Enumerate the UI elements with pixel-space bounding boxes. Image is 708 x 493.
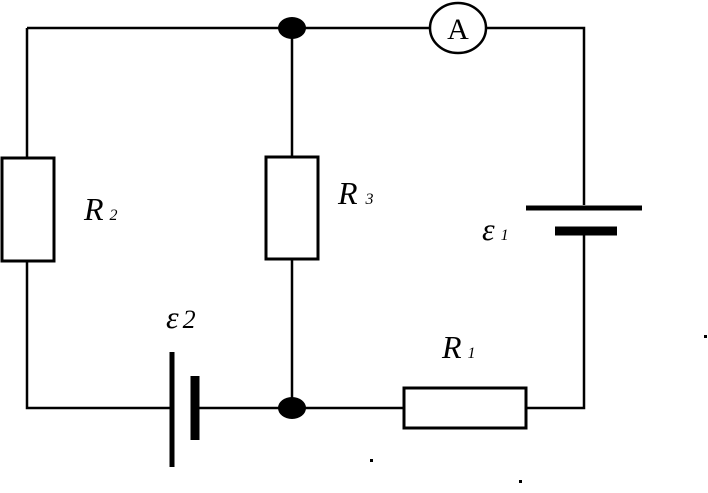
junction-node-bottom [278, 397, 306, 419]
ammeter-symbol [428, 1, 488, 55]
stray-dot [370, 459, 373, 462]
resistor-r1 [402, 386, 528, 430]
ammeter-label: A [447, 13, 469, 46]
junction-node-top [278, 17, 306, 39]
resistor-r3 [264, 155, 320, 261]
stray-dot [519, 480, 522, 483]
wire-top-right [486, 26, 586, 205]
wire-right-lower [526, 229, 586, 410]
stray-dot [704, 335, 707, 338]
wire-left-lower [25, 261, 172, 410]
resistor-r2 [0, 156, 56, 263]
